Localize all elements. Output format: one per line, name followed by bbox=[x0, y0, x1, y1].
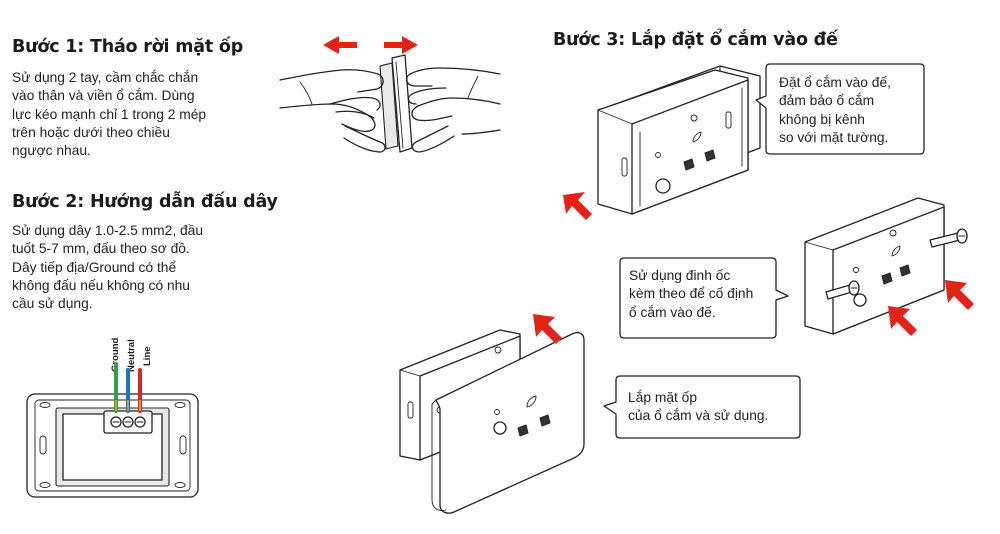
callout-3-text: Lắp mặt ốp của ổ cắm và sử dụng. bbox=[628, 389, 768, 426]
callout-line: ổ cắm vào đế. bbox=[629, 304, 716, 320]
step1-line: lực kéo mạnh chỉ 1 trong 2 mép bbox=[12, 106, 207, 122]
arrow-diagonal-icon bbox=[945, 280, 974, 310]
cover-plate bbox=[435, 332, 585, 514]
hands-removing-cover-illustration bbox=[279, 36, 501, 153]
callout-line: đảm bảo ổ cắm bbox=[779, 93, 875, 109]
step1-line: ngược nhau. bbox=[12, 143, 91, 159]
step2-line: Sử dụng dây 1.0-2.5 mm2, đầu bbox=[12, 223, 204, 238]
callout-line: Sử dụng đinh ốc bbox=[629, 268, 731, 283]
arrow-right-icon bbox=[384, 36, 418, 54]
step3-title: Bước 3: Lắp đặt ổ cắm vào đế bbox=[553, 30, 838, 50]
callout-box-3 bbox=[603, 375, 801, 439]
callout-line: Lắp mặt ốp bbox=[628, 390, 698, 405]
arrow-diagonal-icon bbox=[563, 192, 592, 220]
step2-description: Sử dụng dây 1.0-2.5 mm2, đầu tuốt 5-7 mm… bbox=[12, 222, 244, 313]
arrow-diagonal-icon bbox=[533, 314, 562, 344]
step1-line: Sử dụng 2 tay, cầm chắc chắn bbox=[12, 70, 199, 85]
callout-line: kèm theo để cố định bbox=[629, 286, 754, 302]
callout-line: không bị kênh bbox=[779, 111, 865, 127]
step1-line: trên hoặc dưới theo chiều bbox=[12, 124, 170, 140]
step1-description: Sử dụng 2 tay, cầm chắc chắn vào thân và… bbox=[12, 69, 244, 160]
step2-line: không đấu nếu không có nhu bbox=[12, 277, 190, 293]
step2-line: tuốt 5-7 mm, đấu theo sơ đồ. bbox=[12, 241, 190, 257]
callout-box-2 bbox=[619, 257, 789, 339]
step2-line: Dây tiếp địa/Ground có thể bbox=[12, 259, 177, 275]
attach-cover-illustration bbox=[399, 314, 585, 514]
step2-line: cầu sử dụng. bbox=[12, 296, 93, 312]
callout-box-1 bbox=[755, 63, 925, 155]
socket-into-base-illustration bbox=[563, 65, 761, 220]
callout-2-text: Sử dụng đinh ốc kèm theo để cố định ổ cắ… bbox=[629, 267, 753, 322]
step1-title: Bước 1: Tháo rời mặt ốp bbox=[12, 37, 244, 57]
step1-line: vào thân và viền ổ cắm. Dùng bbox=[12, 88, 195, 104]
socket-with-screws-illustration bbox=[804, 197, 974, 336]
callout-line: của ổ cắm và sử dụng. bbox=[628, 408, 769, 424]
callout-line: Đặt ổ cắm vào đế, bbox=[779, 75, 891, 90]
arrow-diagonal-icon bbox=[888, 306, 917, 336]
callout-line: so với mặt tường. bbox=[779, 129, 889, 145]
arrow-left-icon bbox=[323, 36, 357, 54]
wiring-terminal-illustration bbox=[26, 362, 199, 498]
callout-1-text: Đặt ổ cắm vào đế, đảm bảo ổ cắm không bị… bbox=[779, 74, 891, 147]
step2-title: Bước 2: Hướng dẫn đấu dây bbox=[12, 192, 278, 212]
